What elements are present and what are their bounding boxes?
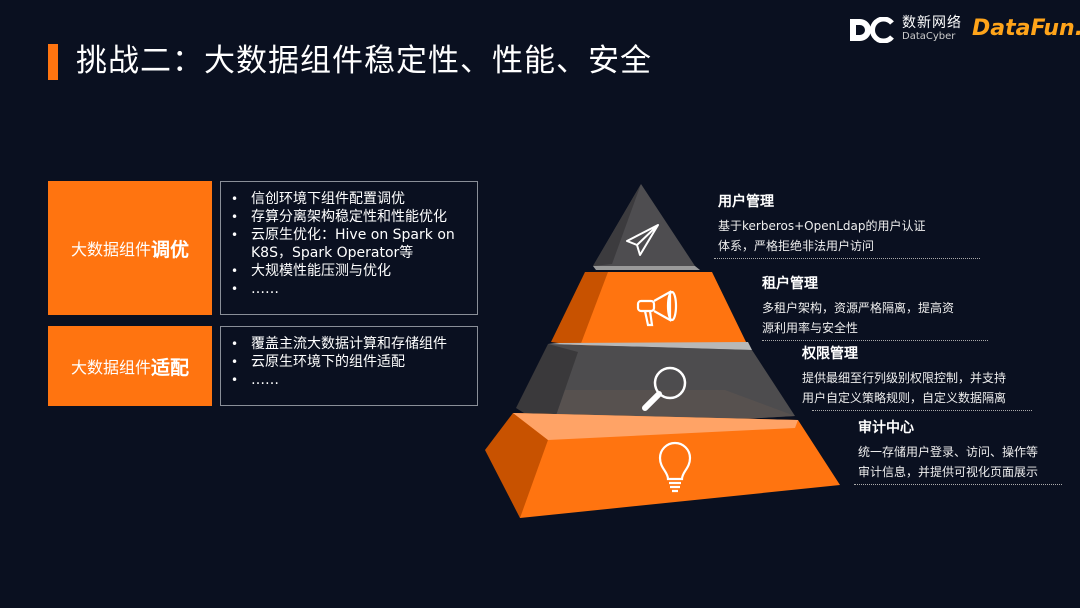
tier-title: 用户管理 xyxy=(718,194,774,210)
divider xyxy=(762,340,988,341)
panel-label-bold: 适配 xyxy=(151,356,190,379)
tier-text-tenant-management: 租户管理 多租户架构，资源严格隔离，提高资源利用率与安全性 xyxy=(762,274,988,341)
divider xyxy=(812,410,1032,411)
tier-desc-line: 体系，严格拒绝非法用户访问 xyxy=(718,239,875,253)
panel-adaptation-list: 覆盖主流大数据计算和存储组件 云原生环境下的组件适配 …… xyxy=(220,326,478,406)
divider xyxy=(714,258,980,259)
panel-label-prefix: 大数据组件 xyxy=(70,240,151,259)
tier-desc-line: 提供最细至行列级别权限控制，并支持 xyxy=(802,371,1007,385)
panel-tuning-list: 信创环境下组件配置调优 存算分离架构稳定性和性能优化 云原生优化：Hive on… xyxy=(220,181,478,315)
list-item: 存算分离架构稳定性和性能优化 xyxy=(229,208,467,226)
tier-desc-line: 审计信息，并提供可视化页面展示 xyxy=(858,465,1039,479)
page-title: 挑战二：大数据组件稳定性、性能、安全 xyxy=(76,43,652,79)
datacyber-logo: 数新网络 DataCyber xyxy=(848,15,962,43)
divider xyxy=(854,484,1062,485)
lightbulb-icon xyxy=(658,441,692,493)
pyramid-tier-4 xyxy=(485,413,840,518)
tier-desc-line: 用户自定义策略规则，自定义数据隔离 xyxy=(802,391,1007,405)
datacyber-logo-en: DataCyber xyxy=(902,31,956,42)
panel-label-prefix: 大数据组件 xyxy=(70,358,151,377)
tier-text-audit-center: 审计中心 统一存储用户登录、访问、操作等审计信息，并提供可视化页面展示 xyxy=(854,418,1062,485)
tier-desc-line: 源利用率与安全性 xyxy=(762,321,859,335)
list-item: 覆盖主流大数据计算和存储组件 xyxy=(229,335,467,353)
megaphone-icon xyxy=(636,290,678,327)
datacyber-logo-mark-icon xyxy=(850,17,894,43)
magnifier-icon xyxy=(642,366,687,411)
tier-title: 权限管理 xyxy=(802,346,858,362)
list-item: 云原生环境下的组件适配 xyxy=(229,353,467,371)
paper-plane-icon xyxy=(626,224,659,256)
title-accent-bar xyxy=(48,44,58,80)
panel-adaptation-label: 大数据组件适配 xyxy=(48,326,212,406)
list-item: 信创环境下组件配置调优 xyxy=(229,190,467,208)
datacyber-logo-cn: 数新网络 xyxy=(902,15,962,31)
pyramid-tier-2 xyxy=(551,272,747,346)
datafun-logo: DataFun. xyxy=(972,16,1080,41)
list-item: …… xyxy=(229,280,467,298)
list-item: 大规模性能压测与优化 xyxy=(229,262,467,280)
tier-title: 租户管理 xyxy=(762,276,818,292)
list-item: …… xyxy=(229,371,467,389)
tier-text-user-management: 用户管理 基于kerberos+OpenLdap的用户认证体系，严格拒绝非法用户… xyxy=(714,192,980,259)
tier-title: 审计中心 xyxy=(858,420,914,436)
list-item: 云原生优化：Hive on Spark on K8S，Spark Operato… xyxy=(229,226,467,262)
tier-desc-line: 多租户架构，资源严格隔离，提高资 xyxy=(762,301,955,315)
panel-tuning-label: 大数据组件调优 xyxy=(48,181,212,315)
pyramid-tier-1 xyxy=(593,184,700,270)
panel-label-bold: 调优 xyxy=(151,238,190,261)
tier-text-permission-management: 权限管理 提供最细至行列级别权限控制，并支持用户自定义策略规则，自定义数据隔离 xyxy=(802,344,1032,411)
tier-desc-line: 基于kerberos+OpenLdap的用户认证 xyxy=(718,219,926,233)
tier-desc-line: 统一存储用户登录、访问、操作等 xyxy=(858,445,1039,459)
